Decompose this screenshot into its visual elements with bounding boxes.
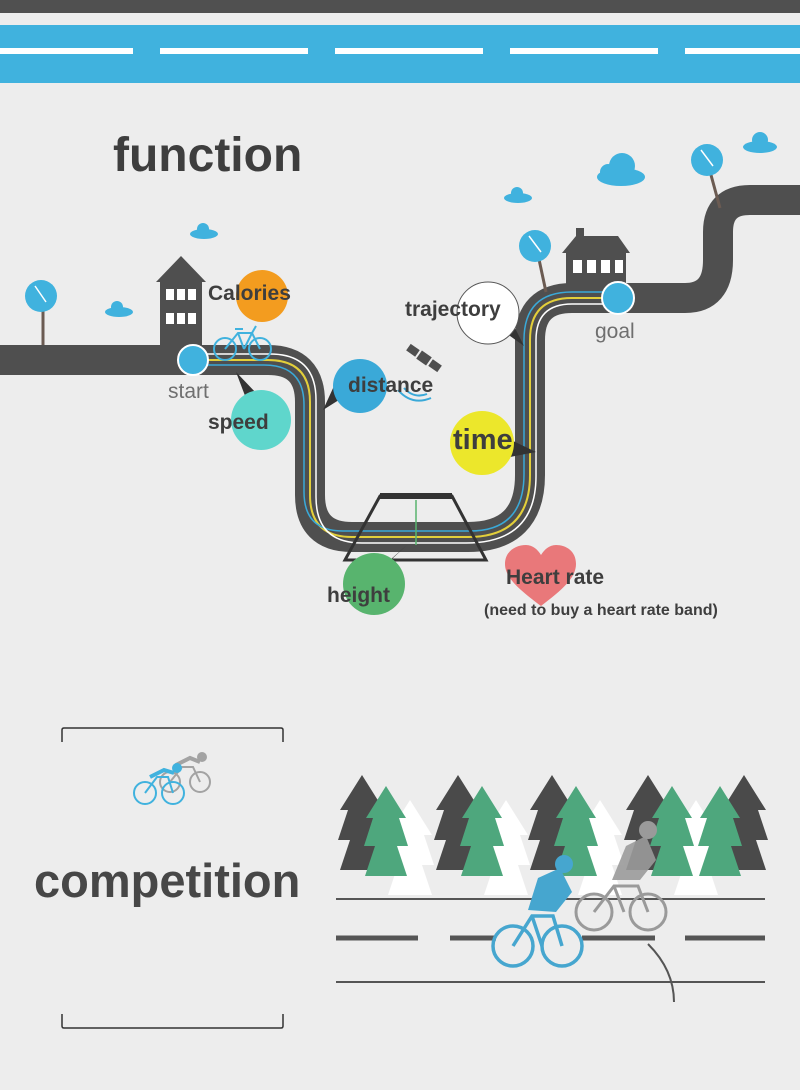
distance-label: distance <box>348 374 434 397</box>
tree-icon <box>691 144 723 209</box>
start-label: start <box>168 380 209 403</box>
competition-title: competition <box>34 854 301 907</box>
function-title: function <box>113 129 303 182</box>
cloud-icon <box>504 187 532 203</box>
satellite-icon <box>406 343 442 373</box>
distance-bubble <box>323 359 387 413</box>
calories-bubble <box>236 270 288 322</box>
route-map <box>0 132 800 615</box>
cloud-icon <box>743 132 777 153</box>
cloud-icon <box>597 153 645 186</box>
calories-label: Calories <box>208 282 291 305</box>
road-banner <box>0 0 800 83</box>
time-bubble <box>450 411 536 475</box>
goal-marker <box>601 281 635 315</box>
time-label: time <box>453 424 513 456</box>
house-icon <box>156 256 206 346</box>
cyclist-grey-icon <box>574 821 668 932</box>
lane-line-white <box>190 303 620 544</box>
house-icon <box>562 228 630 286</box>
cyclist-blue-icon <box>491 855 584 968</box>
heart-rate-label: Heart rate <box>506 566 605 589</box>
heart-icon <box>505 545 576 606</box>
racing-cyclists-icon <box>133 752 211 805</box>
frame-top <box>61 727 284 742</box>
height-label: height <box>327 584 390 607</box>
tree-icon <box>25 280 57 345</box>
trajectory-bubble <box>456 281 524 346</box>
trajectory-label: trajectory <box>405 298 501 321</box>
speed-label: speed <box>208 411 269 434</box>
heart-rate-note: (need to buy a heart rate band) <box>484 602 718 619</box>
speed-bubble <box>231 372 291 450</box>
tree-icon <box>519 230 551 293</box>
cloud-icon <box>190 223 218 239</box>
lane-line-yellow <box>190 297 620 538</box>
bicycle-icon <box>213 325 272 361</box>
cloud-icon <box>105 301 133 317</box>
height-bubble <box>343 545 407 615</box>
start-marker <box>177 344 209 376</box>
frame-bottom <box>61 1014 284 1029</box>
goal-label: goal <box>595 320 635 343</box>
